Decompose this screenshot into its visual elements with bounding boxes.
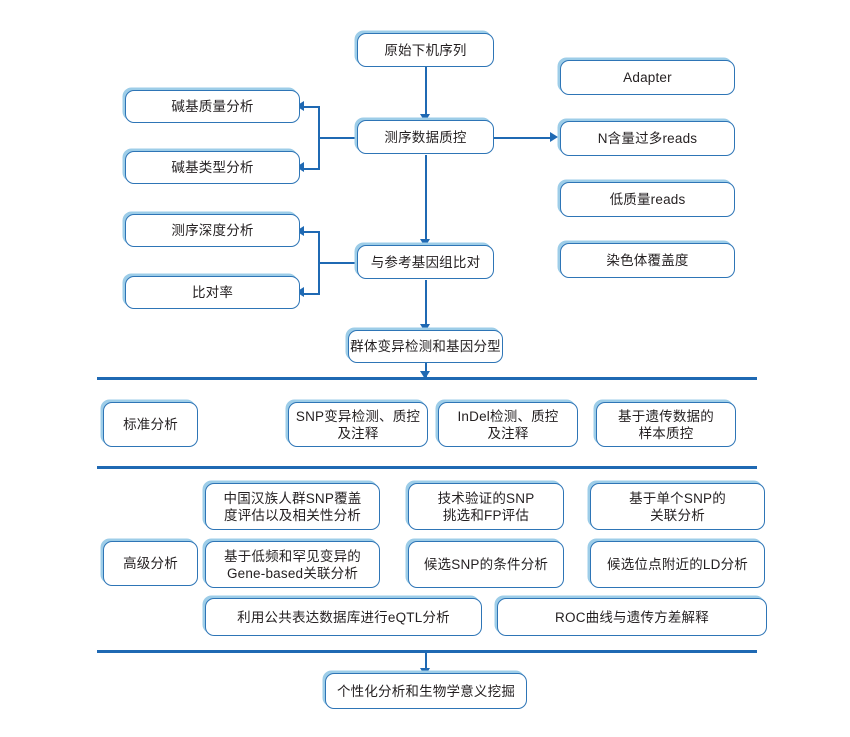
section-divider-bottom: [97, 650, 757, 653]
connector-qc-to-basetype: [302, 167, 320, 170]
connector-qc-to-ncontent: [494, 137, 552, 140]
node-public-expression-eqtl[interactable]: 利用公共表达数据库进行eQTL分析: [205, 598, 482, 636]
node-n-content-reads-label: N含量过多reads: [597, 131, 698, 146]
arrowhead-qc-to-align: [420, 239, 430, 247]
connector-variant-to-standard: [425, 363, 428, 377]
arrowhead-qc-to-ncontent: [550, 131, 558, 142]
connector-qc-to-basequality: [302, 106, 320, 109]
node-alignment-rate[interactable]: 比对率: [125, 276, 300, 309]
node-personalized-analysis[interactable]: 个性化分析和生物学意义挖掘: [325, 673, 527, 709]
node-snp-detection-qc-annotation[interactable]: SNP变异检测、质控及注释: [288, 402, 428, 447]
node-variant-calling[interactable]: 群体变异检测和基因分型: [348, 330, 503, 363]
arrowhead-qc-to-basequality: [296, 100, 304, 111]
node-candidate-locus-ld-label: 候选位点附近的LD分析: [607, 557, 748, 572]
node-sequencing-depth-analysis-label: 测序深度分析: [171, 223, 254, 238]
connector-align-to-depth: [302, 231, 320, 234]
node-han-chinese-snp-coverage[interactable]: 中国汉族人群SNP覆盖度评估以及相关性分析: [205, 483, 380, 530]
section-label-standard-analysis-text: 标准分析: [123, 417, 178, 432]
node-roc-genetic-variance-label: ROC曲线与遗传方差解释: [555, 609, 709, 625]
arrowhead-qc-to-basetype: [296, 162, 304, 172]
connector-align-to-rate: [302, 292, 320, 295]
section-label-advanced-analysis[interactable]: 高级分析: [103, 541, 198, 586]
node-alignment-rate-label: 比对率: [191, 285, 234, 300]
node-reference-alignment[interactable]: 与参考基因组比对: [357, 245, 494, 279]
node-snp-detection-qc-annotation-label: SNP变异检测、质控及注释: [295, 408, 421, 441]
node-chromosome-coverage[interactable]: 染色体覆盖度: [560, 243, 735, 278]
node-base-quality-analysis-label: 碱基质量分析: [171, 99, 254, 114]
section-label-standard-analysis[interactable]: 标准分析: [103, 402, 198, 447]
connector-align-left-bus: [318, 231, 321, 295]
node-genetic-data-sample-qc-label: 基于遗传数据的样本质控: [618, 408, 714, 441]
connector-rule-to-personalized: [425, 652, 428, 672]
connector-align-to-variant: [425, 280, 428, 328]
node-sequencing-qc[interactable]: 测序数据质控: [357, 120, 494, 154]
node-candidate-snp-conditional-label: 候选SNP的条件分析: [423, 557, 549, 572]
arrowhead-raw-to-qc: [420, 114, 430, 122]
node-public-expression-eqtl-label: 利用公共表达数据库进行eQTL分析: [237, 609, 450, 625]
node-base-type-analysis[interactable]: 碱基类型分析: [125, 151, 300, 184]
arrowhead-variant-to-standard: [420, 371, 430, 379]
arrowhead-align-to-depth: [296, 225, 304, 236]
node-roc-genetic-variance[interactable]: ROC曲线与遗传方差解释: [497, 598, 767, 636]
connector-align-left-stub: [318, 262, 358, 265]
connector-qc-to-align: [425, 155, 428, 243]
node-indel-detection-qc-annotation[interactable]: InDel检测、质控及注释: [438, 402, 578, 447]
node-raw-sequence-label: 原始下机序列: [384, 42, 467, 58]
node-candidate-snp-conditional[interactable]: 候选SNP的条件分析: [408, 541, 564, 588]
node-low-quality-reads[interactable]: 低质量reads: [560, 182, 735, 217]
arrowhead-rule-to-personalized: [420, 668, 430, 676]
node-adapter-label: Adapter: [623, 70, 672, 85]
connector-qc-left-bus: [318, 106, 321, 170]
node-chromosome-coverage-label: 染色体覆盖度: [606, 253, 689, 268]
node-single-snp-association[interactable]: 基于单个SNP的关联分析: [590, 483, 765, 530]
node-base-type-analysis-label: 碱基类型分析: [171, 160, 254, 175]
connector-raw-to-qc: [425, 66, 428, 118]
node-han-chinese-snp-coverage-label: 中国汉族人群SNP覆盖度评估以及相关性分析: [223, 490, 362, 523]
arrowhead-align-to-variant: [420, 324, 430, 332]
section-divider-middle: [97, 466, 757, 469]
node-genetic-data-sample-qc[interactable]: 基于遗传数据的样本质控: [596, 402, 736, 447]
node-single-snp-association-label: 基于单个SNP的关联分析: [629, 490, 726, 523]
node-candidate-locus-ld[interactable]: 候选位点附近的LD分析: [590, 541, 765, 588]
node-n-content-reads[interactable]: N含量过多reads: [560, 121, 735, 156]
node-raw-sequence[interactable]: 原始下机序列: [357, 33, 494, 67]
node-base-quality-analysis[interactable]: 碱基质量分析: [125, 90, 300, 123]
connector-qc-left-stub: [318, 137, 358, 140]
node-sequencing-depth-analysis[interactable]: 测序深度分析: [125, 214, 300, 247]
node-sequencing-qc-label: 测序数据质控: [384, 129, 467, 145]
node-personalized-analysis-label: 个性化分析和生物学意义挖掘: [336, 683, 516, 699]
node-reference-alignment-label: 与参考基因组比对: [370, 254, 481, 270]
node-adapter[interactable]: Adapter: [560, 60, 735, 95]
node-indel-detection-qc-annotation-label: InDel检测、质控及注释: [457, 408, 559, 441]
section-label-advanced-analysis-text: 高级分析: [123, 556, 178, 571]
node-low-quality-reads-label: 低质量reads: [609, 192, 686, 207]
arrowhead-align-to-rate: [296, 287, 304, 297]
node-variant-calling-label: 群体变异检测和基因分型: [350, 339, 501, 354]
